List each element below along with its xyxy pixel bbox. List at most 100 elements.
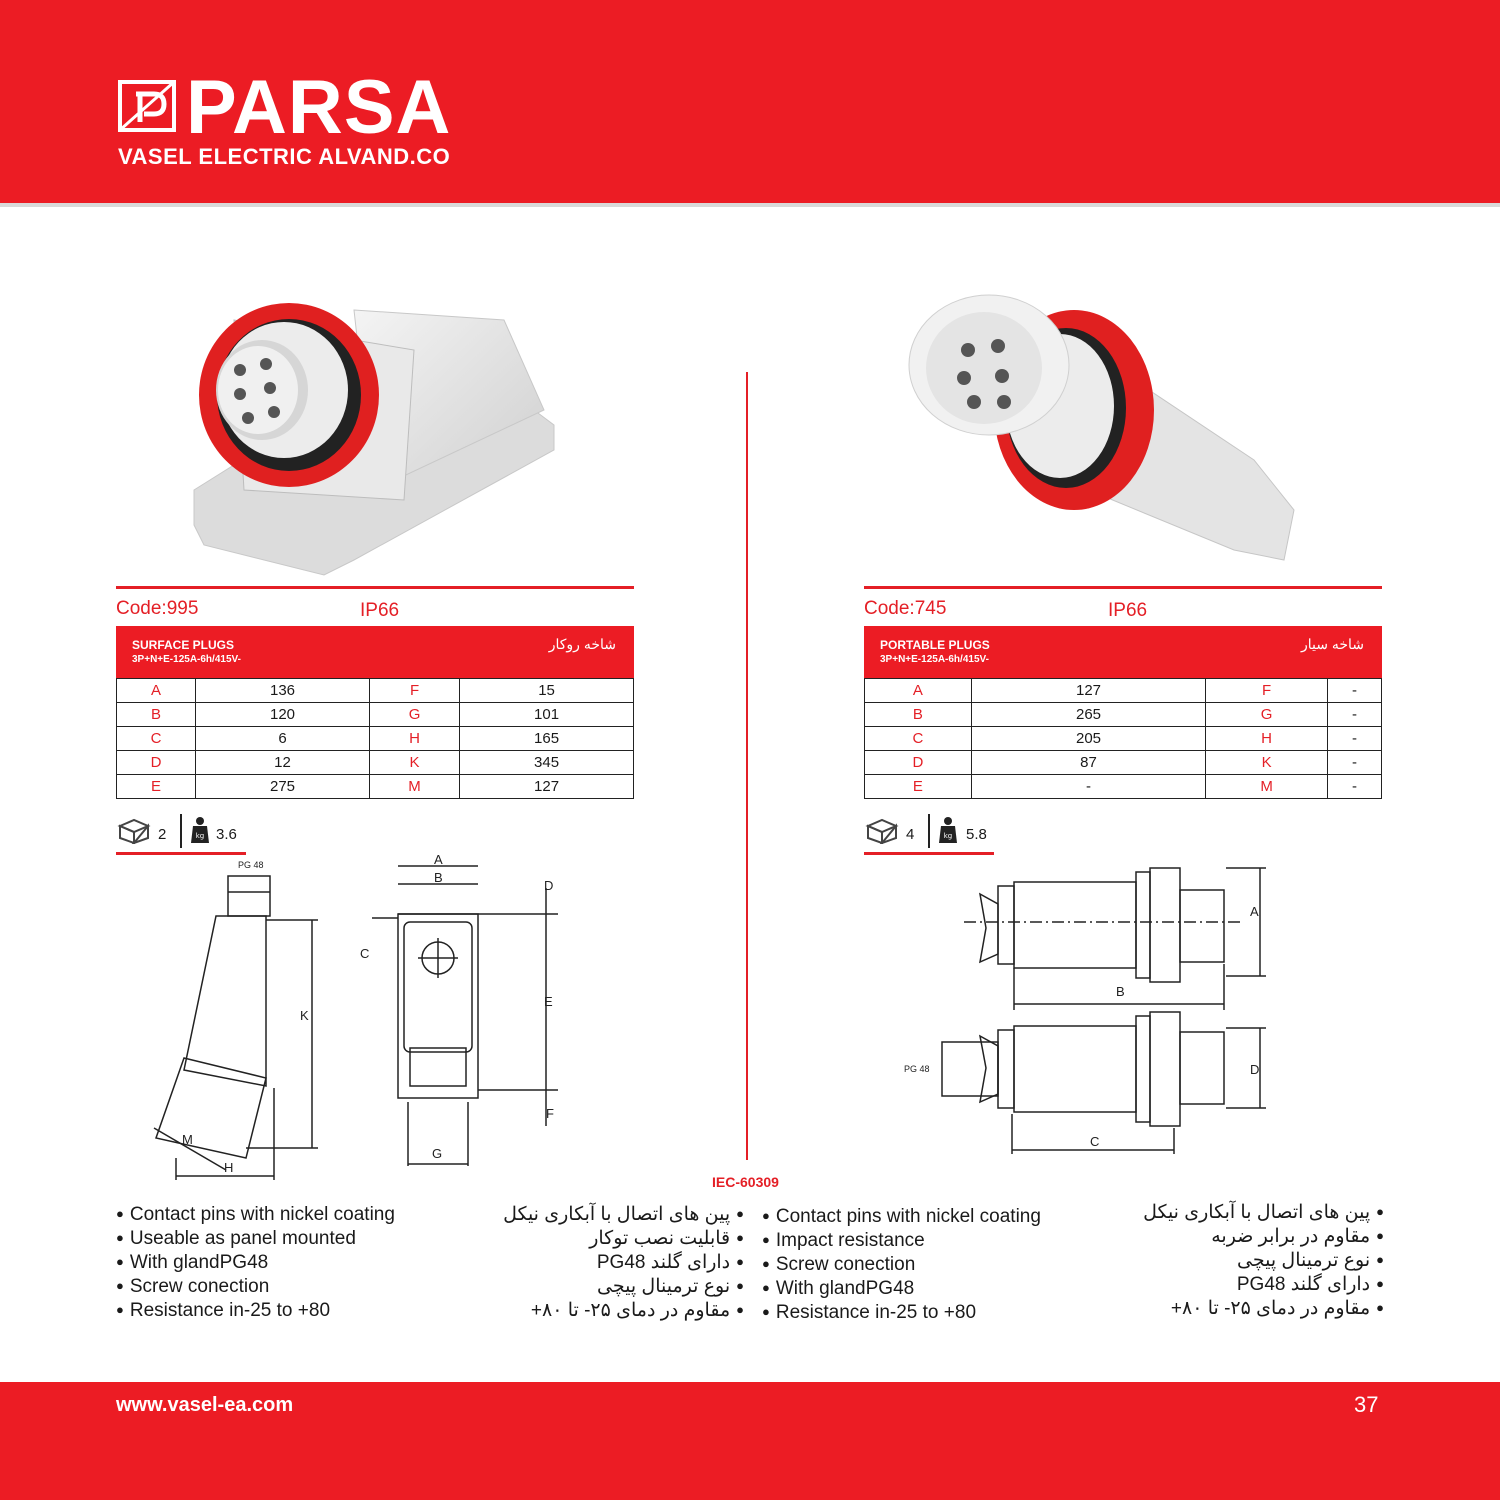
list-item: With glandPG48 (116, 1250, 446, 1274)
dim-key: F (368, 678, 461, 703)
drawing-label: M (182, 1132, 193, 1147)
dim-value: - (970, 774, 1207, 799)
dim-value: - (1326, 726, 1383, 751)
drawing-label: F (546, 1106, 554, 1121)
ip-rating: IP66 (360, 600, 400, 621)
dim-key: K (368, 750, 461, 775)
box-icon (117, 818, 151, 844)
spec-title-fa: شاخه سیار (1300, 636, 1364, 652)
features-right-en: Contact pins with nickel coating Impact … (762, 1204, 1082, 1324)
dim-key: A (864, 678, 972, 703)
dim-value: - (1326, 678, 1383, 703)
list-item: دارای گلند PG48 (470, 1250, 744, 1274)
list-item: نوع ترمینال پیچی (470, 1274, 744, 1298)
list-item: Contact pins with nickel coating (762, 1204, 1082, 1228)
table-row: D 12 K 345 (115, 750, 634, 775)
features-right-fa: پین های اتصال با آبکاری نیکل مقاوم در بر… (1110, 1200, 1384, 1320)
dim-key: M (1205, 774, 1328, 799)
page-number: 37 (1354, 1392, 1379, 1417)
standard-label: IEC-60309 (712, 1174, 779, 1190)
pack-separator (180, 814, 182, 848)
weight-value: 3.6 (216, 826, 237, 843)
weight-value: 5.8 (966, 826, 987, 843)
drawing-label: A (1250, 904, 1259, 919)
table-row: A 127 F - (864, 678, 1383, 703)
list-item: پین های اتصال با آبکاری نیکل (470, 1202, 744, 1226)
dim-key: A (115, 678, 197, 703)
packaging-info: 2 kg 3.6 (116, 814, 246, 854)
product-code: Code:995 (116, 598, 199, 619)
dim-value: 205 (970, 726, 1207, 751)
drawing-label: PG 48 (238, 860, 264, 870)
table-row: B 265 G - (864, 702, 1383, 727)
drawing-label: B (1116, 984, 1125, 999)
drawing-label: E (544, 994, 553, 1009)
list-item: Resistance in-25 to +80 (762, 1300, 1082, 1324)
company-name: VASEL ELECTRIC ALVAND.CO (118, 144, 451, 169)
dim-key: C (115, 726, 197, 751)
features-left-en: Contact pins with nickel coating Useable… (116, 1202, 446, 1322)
dim-key: G (1205, 702, 1328, 727)
portable-plug-photo (908, 294, 1295, 561)
drawing-label: K (300, 1008, 309, 1023)
list-item: مقاوم در دمای ۲۵- تا ۸۰+ (470, 1298, 744, 1322)
packaging-info: 4 kg 5.8 (864, 814, 994, 854)
dim-value: 12 (195, 750, 370, 775)
list-item: Contact pins with nickel coating (116, 1202, 446, 1226)
spec-rating: 3P+N+E-125A-6h/415V- (880, 654, 989, 665)
dim-key: F (1205, 678, 1328, 703)
svg-text:kg: kg (944, 832, 953, 840)
spec-title: PORTABLE PLUGS (880, 638, 990, 652)
dim-key: B (864, 702, 972, 727)
drawing-label: B (434, 870, 443, 885)
list-item: دارای گلند PG48 (1110, 1272, 1384, 1296)
section-rule (116, 586, 634, 589)
dim-key: E (115, 774, 197, 799)
dim-key: D (864, 750, 972, 775)
dim-value: 165 (459, 726, 634, 751)
list-item: Resistance in-25 to +80 (116, 1298, 446, 1322)
dim-value: 127 (970, 678, 1207, 703)
spec-rating: 3P+N+E-125A-6h/415V- (132, 654, 241, 665)
surface-plug-photo (193, 303, 555, 576)
drawing-label: C (360, 946, 369, 961)
spec-header: PORTABLE PLUGS 3P+N+E-125A-6h/415V- شاخه… (864, 626, 1382, 678)
dim-key: B (115, 702, 197, 727)
product-code: Code:745 (864, 598, 947, 619)
dimension-table: A 136 F 15 B 120 G 101 C 6 H 165 D 12 K (115, 678, 634, 799)
spec-title-fa: شاخه روکار (548, 636, 616, 652)
website-link[interactable]: www.vasel-ea.com (116, 1394, 294, 1416)
drawing-label: H (224, 1160, 233, 1175)
dim-value: 87 (970, 750, 1207, 775)
pack-quantity: 4 (906, 826, 915, 843)
list-item: Screw conection (762, 1252, 1082, 1276)
header-bar (0, 0, 1500, 203)
list-item: Screw conection (116, 1274, 446, 1298)
dimension-table: A 127 F - B 265 G - C 205 H - D 87 K - (864, 678, 1383, 799)
dim-key: K (1205, 750, 1328, 775)
svg-text:kg: kg (196, 832, 205, 840)
table-row: E - M - (864, 774, 1383, 799)
dim-value: 15 (459, 678, 634, 703)
dim-key: H (1205, 726, 1328, 751)
list-item: Impact resistance (762, 1228, 1082, 1252)
dim-key: H (368, 726, 461, 751)
brand-logo-icon (118, 80, 176, 132)
list-item: پین های اتصال با آبکاری نیکل (1110, 1200, 1384, 1224)
dim-key: E (864, 774, 972, 799)
pack-separator (928, 814, 930, 848)
dim-key: C (864, 726, 972, 751)
dim-value: 127 (459, 774, 634, 799)
table-row: E 275 M 127 (115, 774, 634, 799)
dim-value: - (1326, 702, 1383, 727)
footer-bar (0, 1382, 1500, 1500)
list-item: Useable as panel mounted (116, 1226, 446, 1250)
header-divider (0, 203, 1500, 207)
dim-value: 101 (459, 702, 634, 727)
ip-rating: IP66 (1108, 600, 1148, 621)
dim-value: - (1326, 750, 1383, 775)
table-row: D 87 K - (864, 750, 1383, 775)
dim-value: 275 (195, 774, 370, 799)
dim-value: 265 (970, 702, 1207, 727)
front-view-drawing: A B D C E F G (360, 852, 558, 1166)
